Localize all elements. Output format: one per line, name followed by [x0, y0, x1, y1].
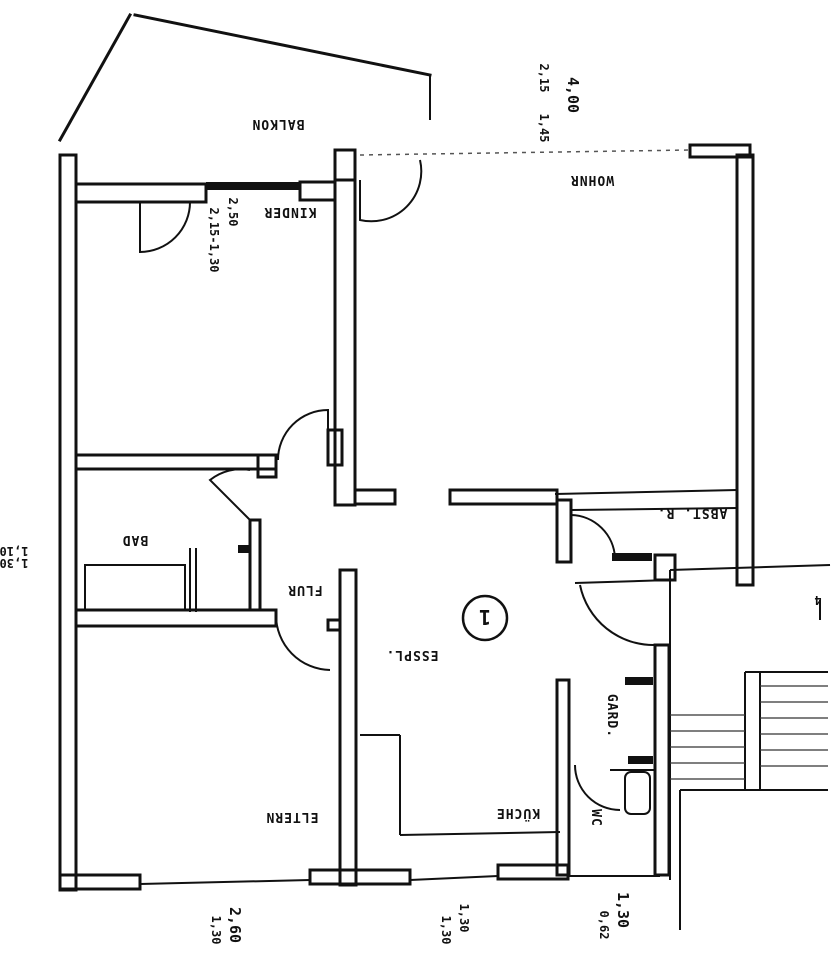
label-gard: GARD.	[604, 694, 619, 738]
wohn-room	[353, 159, 738, 506]
label-kueche: KÜCHE	[496, 805, 540, 821]
dim-bottom-2-sub: 1,30	[439, 916, 453, 945]
label-kinder: KINDER	[264, 204, 317, 219]
label-wc: WC	[588, 809, 603, 827]
dim-bottom-2-main: 1,30	[457, 904, 471, 933]
unit-marker: 1	[461, 594, 509, 642]
label-bad: BAD	[122, 532, 148, 547]
dim-kinder-window: 2,50	[226, 198, 240, 227]
label-flur: FLUR	[287, 582, 322, 597]
label-wohn: WOHNR	[570, 172, 614, 187]
dim-top-main: 4,00	[564, 77, 582, 113]
kueche-room	[360, 678, 571, 877]
dim-left-b: 1,10	[0, 544, 28, 558]
staircase	[669, 564, 831, 930]
dim-top-sub-b: 1,45	[537, 114, 551, 143]
bad-room	[74, 468, 278, 628]
eltern-room	[74, 568, 358, 887]
dim-top-sub-a: 2,15	[537, 64, 551, 93]
label-abst: ABST. R.	[657, 505, 728, 520]
entrance-door	[579, 584, 656, 647]
dim-bottom-3-main: 1,30	[614, 892, 632, 928]
wc-gard	[574, 643, 671, 877]
label-eltern: ELTERN	[266, 809, 319, 824]
dim-bottom-3-sub: 0,62	[597, 911, 611, 940]
unit-number: 1	[479, 605, 491, 629]
label-balkon: BALKON	[252, 116, 305, 131]
label-esspl: ESSPL.	[386, 647, 439, 662]
kinder-room	[74, 200, 344, 479]
balcony	[57, 12, 691, 156]
dim-left-a: 1,30	[0, 556, 28, 570]
dim-bottom-1-sub: 1,30	[209, 916, 223, 945]
outer-walls	[58, 143, 755, 892]
dim-bottom-1-main: 2,60	[226, 907, 244, 943]
dim-kinder-window-sub: 2,15-1,30	[207, 207, 221, 272]
dim-right-edge: 4	[814, 593, 821, 607]
door-kinder	[277, 408, 329, 461]
